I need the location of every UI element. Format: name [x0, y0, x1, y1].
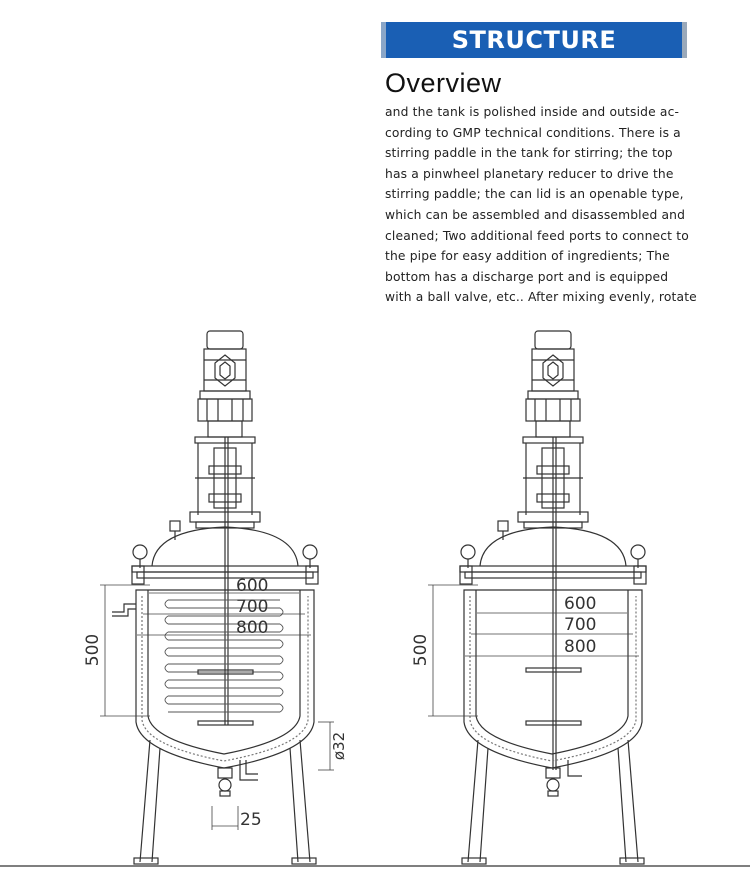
left-tank-drawing: [100, 330, 334, 865]
right-lug-left: [460, 544, 476, 560]
right-height-500: 500: [411, 634, 431, 666]
left-legs: [133, 739, 317, 865]
left-lug-left: [132, 544, 148, 560]
right-legs: [461, 739, 645, 865]
overview-line: stirring paddle in the tank for stirring…: [385, 146, 673, 161]
structure-banner: STRUCTURE: [381, 22, 687, 58]
left-outlet-25: 25: [240, 810, 262, 830]
left-motor: [203, 330, 247, 392]
right-dimensions: [428, 584, 639, 717]
banner-label: STRUCTURE: [451, 26, 617, 54]
right-width-700: 700: [564, 615, 596, 635]
left-lug-right: [302, 544, 318, 560]
right-paddle-lower: [525, 720, 582, 726]
right-inner-shell: [475, 590, 629, 755]
right-width-600: 600: [564, 594, 596, 614]
right-lid: [479, 526, 627, 567]
overview-line: which can be assembled and disassembled …: [385, 207, 686, 222]
left-height-500: 500: [83, 634, 103, 666]
left-width-600: 600: [236, 576, 268, 596]
left-reducer: [197, 390, 253, 438]
overview-line: cording to GMP technical conditions. The…: [385, 125, 681, 140]
right-tank-drawing: [428, 330, 647, 865]
right-width-800: 800: [564, 637, 596, 657]
overview-line: with a ball valve, etc.. After mixing ev…: [385, 290, 697, 305]
left-width-800: 800: [236, 618, 268, 638]
left-pipe-diameter: ø32: [330, 732, 348, 760]
left-frame: [169, 436, 261, 540]
overview-line: and the tank is polished inside and outs…: [385, 105, 680, 119]
overview-line: stirring paddle; the can lid is an opena…: [385, 187, 684, 202]
left-discharge-valve: [217, 760, 258, 797]
banner-edge-right: [682, 22, 687, 58]
right-reducer: [525, 390, 581, 438]
right-paddle-upper: [525, 667, 582, 673]
banner-edge-left: [381, 22, 386, 58]
right-frame: [497, 436, 589, 540]
left-paddle-upper: [197, 669, 254, 675]
left-lid: [151, 526, 299, 567]
overview-title: Overview: [385, 68, 502, 98]
left-dimensions: [100, 584, 334, 830]
left-inner-shell: [147, 590, 301, 755]
overview-line: the pipe for easy addition of ingredient…: [385, 249, 670, 264]
left-side-pipe: [112, 603, 136, 613]
left-width-700: 700: [236, 597, 268, 617]
left-paddle-lower: [197, 720, 254, 726]
overview-body: and the tank is polished inside and outs…: [385, 102, 697, 308]
left-coil: [164, 599, 284, 713]
overview-line: bottom has a discharge port and is equip…: [385, 269, 669, 284]
right-lug-right: [630, 544, 646, 560]
right-discharge-valve: [545, 760, 582, 797]
overview-line: has a pinwheel planetary reducer to driv…: [385, 166, 674, 181]
overview-line: cleaned; Two additional feed ports to co…: [385, 228, 689, 243]
right-motor: [531, 330, 575, 392]
